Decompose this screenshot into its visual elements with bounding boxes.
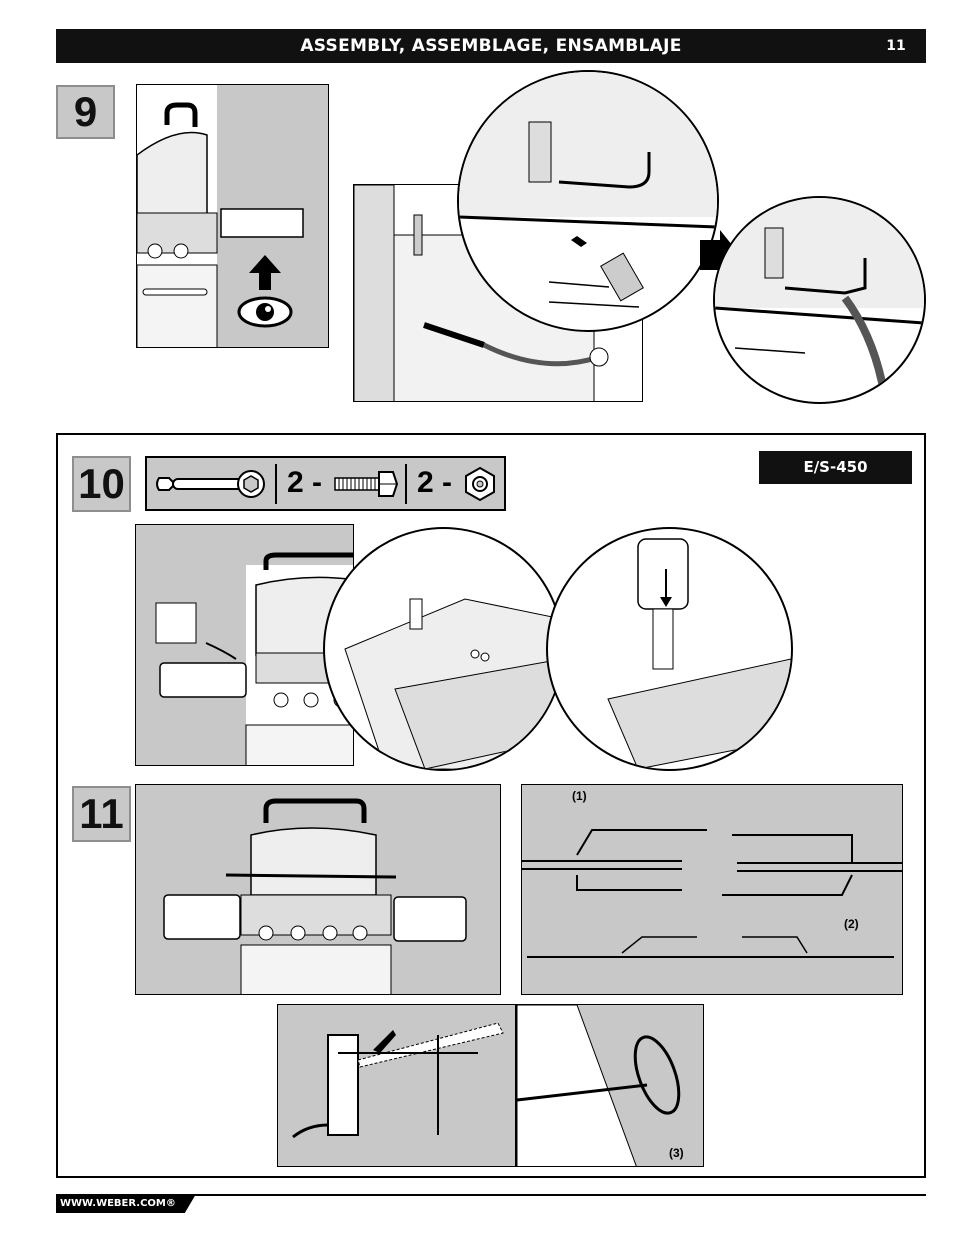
- callout-2: (2): [844, 917, 859, 931]
- hardware-separator: [275, 464, 277, 504]
- bolt-quantity: 2 -: [287, 466, 323, 499]
- step-10-zoom-circle-bracket: [323, 527, 564, 771]
- step-11-motor-detail-illustration: [277, 1004, 516, 1167]
- step-10-zoom-circle-mounted: [546, 527, 793, 771]
- step-9-zoom-circle-fitting: [457, 70, 719, 332]
- step-11-spit-forks-illustration: (1) (2): [521, 784, 903, 995]
- step-11-number: 11: [72, 786, 131, 842]
- callout-1: (1): [572, 789, 587, 803]
- nut-icon: [465, 466, 495, 502]
- callout-3: (3): [669, 1146, 684, 1160]
- model-badge: E/S-450: [759, 451, 912, 484]
- step-9-number: 9: [56, 85, 115, 139]
- step-11-handle-detail-illustration: (3): [516, 1004, 704, 1167]
- footer-tab: [56, 1194, 196, 1213]
- step-10-grill-illustration: [135, 524, 354, 766]
- footer-rule: [56, 1194, 926, 1196]
- footer-website: WWW.WEBER.COM®: [60, 1198, 176, 1209]
- step-10-11-frame: [56, 433, 926, 1178]
- step-9-zoom-circle-connected: [713, 196, 926, 404]
- hardware-strip: 2 - 2 -: [145, 456, 506, 511]
- step-11-grill-rotisserie-illustration: [135, 784, 501, 995]
- wrench-icon: [156, 470, 265, 498]
- page-number: 11: [886, 38, 906, 54]
- bolt-icon: [334, 471, 399, 497]
- step-9-grill-illustration: [136, 84, 329, 348]
- header-bar: 11: [56, 29, 926, 63]
- step-10-number: 10: [72, 456, 131, 512]
- page-title: ASSEMBLY, ASSEMBLAGE, ENSAMBLAJE: [300, 36, 682, 56]
- hardware-separator: [405, 464, 407, 504]
- nut-quantity: 2 -: [417, 466, 453, 499]
